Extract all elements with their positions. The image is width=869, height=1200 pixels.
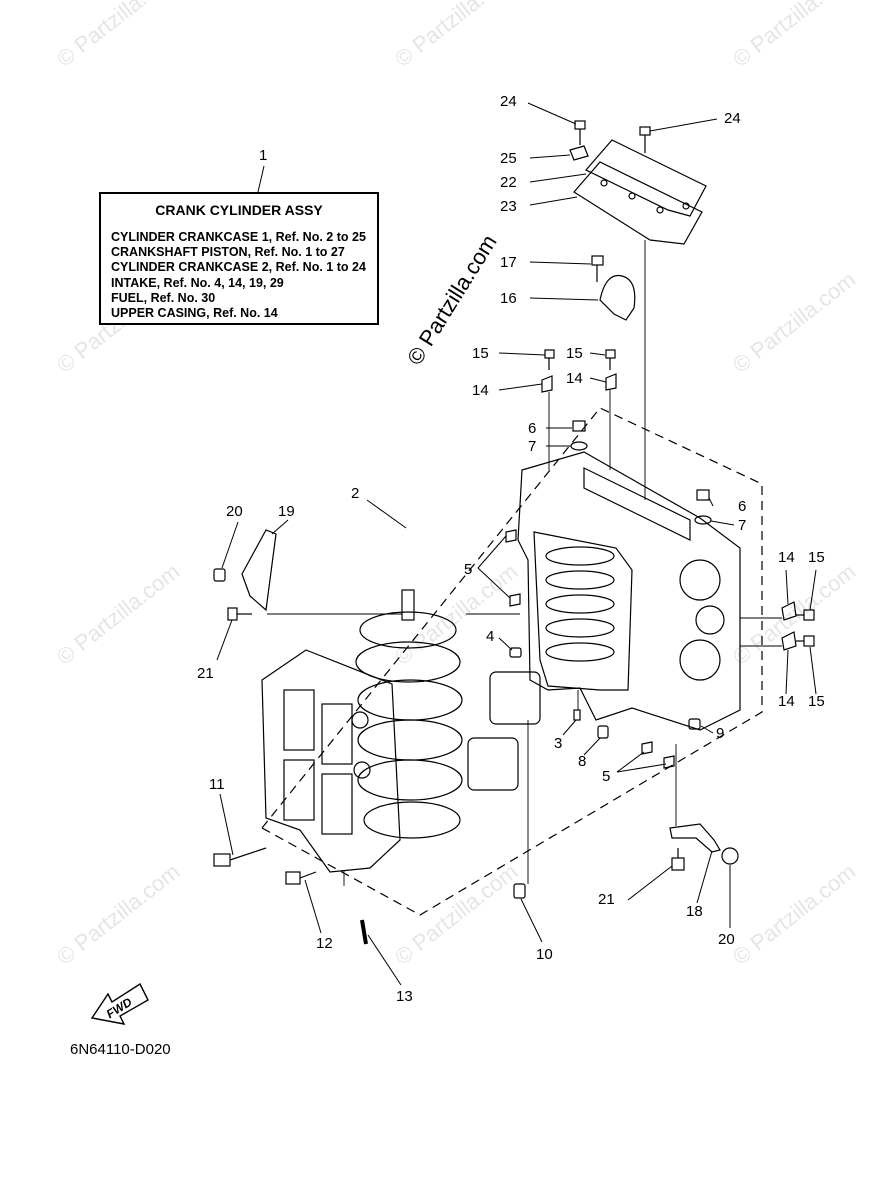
callout-2: 2 xyxy=(351,485,359,502)
pistons xyxy=(467,671,541,791)
callout-24: 24 xyxy=(500,93,517,110)
callout-5: 5 xyxy=(464,561,472,578)
callout-17: 17 xyxy=(500,254,517,271)
cylinder-head-ports xyxy=(679,559,725,681)
bolt-17 xyxy=(591,255,604,282)
legend-line: UPPER CASING, Ref. No. 14 xyxy=(111,306,278,321)
cylinder-block xyxy=(517,451,741,731)
assembly-outline xyxy=(261,407,763,916)
bracket-14-d xyxy=(781,631,797,651)
callout-7: 7 xyxy=(528,438,536,455)
callout-6: 6 xyxy=(738,498,746,515)
callout-10: 10 xyxy=(536,946,553,963)
bolt-21-right xyxy=(671,848,685,871)
dowel-3 xyxy=(573,709,581,721)
crankcase-ribs xyxy=(283,689,371,835)
callout-9: 9 xyxy=(716,725,724,742)
callout-14: 14 xyxy=(778,549,795,566)
callout-13: 13 xyxy=(396,988,413,1005)
callout-21: 21 xyxy=(197,665,214,682)
callout-6: 6 xyxy=(528,420,536,437)
callout-16: 16 xyxy=(500,290,517,307)
callout-4: 4 xyxy=(486,628,494,645)
screw-15-b xyxy=(605,349,616,370)
callout-12: 12 xyxy=(316,935,333,952)
bolt-11 xyxy=(213,847,267,867)
callout-3: 3 xyxy=(554,735,562,752)
callout-22: 22 xyxy=(500,174,517,191)
screw-15-d xyxy=(796,635,815,647)
legend-line: INTAKE, Ref. No. 4, 14, 19, 29 xyxy=(111,275,284,290)
crankshaft xyxy=(355,589,463,839)
bracket-14-c xyxy=(781,601,797,621)
callout-15: 15 xyxy=(472,345,489,362)
callout-7: 7 xyxy=(738,517,746,534)
fitting-5-a xyxy=(505,529,517,543)
callout-8: 8 xyxy=(578,753,586,770)
callout-19: 19 xyxy=(278,503,295,520)
washer-7-top xyxy=(570,441,588,451)
bracket-14-a xyxy=(541,375,553,393)
fitting-5-c xyxy=(641,741,653,755)
fwd-arrow-icon xyxy=(90,982,149,1025)
bolt-12 xyxy=(285,871,317,885)
washer-7-right xyxy=(694,515,712,525)
leader-lines xyxy=(216,102,817,986)
callout-18: 18 xyxy=(686,903,703,920)
fwd-label: FWD xyxy=(104,995,135,1022)
nut-20-left xyxy=(213,568,226,582)
cover-plate xyxy=(585,139,707,217)
screw-15-a xyxy=(544,349,555,370)
bolt-21-left xyxy=(227,607,252,621)
callout-15: 15 xyxy=(566,345,583,362)
cylinder-block-face xyxy=(533,531,633,691)
guide-lines xyxy=(267,240,782,886)
bracket-14-b xyxy=(605,373,617,391)
bolt-24-left xyxy=(574,120,586,145)
callout-5: 5 xyxy=(602,768,610,785)
callout-25: 25 xyxy=(500,150,517,167)
cylinder-bores xyxy=(545,546,615,662)
dowel-10 xyxy=(513,883,526,899)
block-top-rail xyxy=(583,467,691,541)
legend-line: CYLINDER CRANKCASE 2, Ref. No. 1 to 24 xyxy=(111,260,366,275)
legend-line: CYLINDER CRANKCASE 1, Ref. No. 2 to 25 xyxy=(111,230,366,244)
fitting-25 xyxy=(569,145,589,161)
cover-holes xyxy=(600,179,690,214)
callout-14: 14 xyxy=(472,382,489,399)
callout-14: 14 xyxy=(566,370,583,387)
fitting-5-b xyxy=(509,593,521,607)
bolt-24-right xyxy=(639,126,651,153)
callout-14: 14 xyxy=(778,693,795,710)
dowel-8 xyxy=(597,725,609,739)
cover-gasket xyxy=(573,161,703,245)
diagram-code: 6N64110-D020 xyxy=(70,1041,171,1058)
callout-1: 1 xyxy=(259,147,267,164)
legend-title: CRANK CYLINDER ASSY xyxy=(155,202,323,218)
legend-line: CRANKSHAFT PISTON, Ref. No. 1 to 27 xyxy=(111,245,345,260)
clamp-16 xyxy=(599,274,636,321)
intake-19 xyxy=(241,529,277,612)
bracket-18 xyxy=(669,823,721,853)
plug-6-top xyxy=(572,420,586,432)
callout-21: 21 xyxy=(598,891,615,908)
plug-9 xyxy=(688,718,701,730)
screw-15-c xyxy=(796,609,815,621)
callout-24: 24 xyxy=(724,110,741,127)
plug-4 xyxy=(509,647,522,658)
callout-23: 23 xyxy=(500,198,517,215)
callout-11: 11 xyxy=(209,776,225,793)
callout-20: 20 xyxy=(718,931,735,948)
callout-20: 20 xyxy=(226,503,243,520)
plug-6-right xyxy=(696,489,710,501)
callout-15: 15 xyxy=(808,549,825,566)
legend-line: FUEL, Ref. No. 30 xyxy=(111,290,216,305)
stud-13 xyxy=(360,919,368,945)
legend-box: CRANK CYLINDER ASSY CYLINDER CRANKCASE 1… xyxy=(99,192,379,325)
nut-20-right xyxy=(721,847,739,865)
callout-15: 15 xyxy=(808,693,825,710)
fitting-5-d xyxy=(663,755,675,769)
crankcase-2 xyxy=(261,649,401,873)
